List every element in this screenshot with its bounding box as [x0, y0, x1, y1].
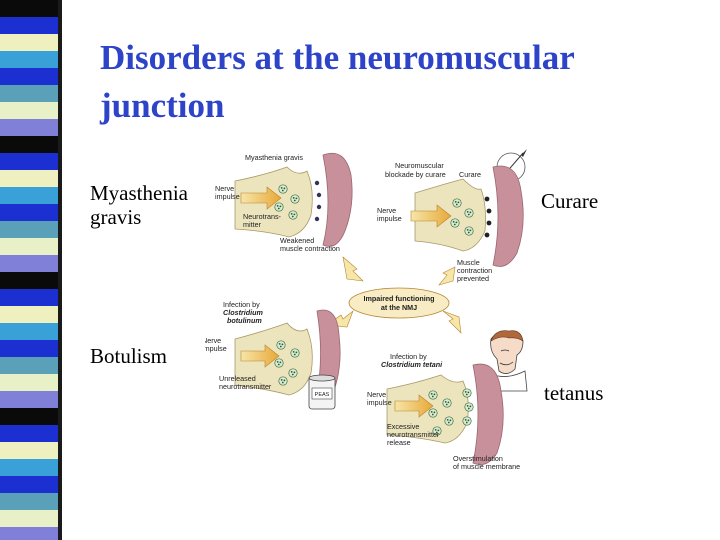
curare-drug-label: Curare [459, 170, 481, 179]
botulism-heading-l3: botulinum [227, 316, 262, 325]
myasthenia-panel: Myasthenia gravis Nerve impulse Neurotra… [215, 152, 353, 253]
stripe-block [0, 391, 62, 408]
botulism-impulse-arrow [240, 344, 280, 368]
tetanus-heading-l1: Infection by [390, 352, 427, 361]
stripe-block [0, 425, 62, 442]
stripe-block [0, 51, 62, 68]
botulism-nerve-l1: Nerve [205, 336, 221, 345]
stripe-block [0, 527, 62, 540]
myasthenia-weak-l1: Weakened [280, 236, 314, 245]
stripe-block [0, 170, 62, 187]
stripe-block [0, 238, 62, 255]
tetanus-excess-l1: Excessive [387, 422, 419, 431]
hub-text-l1: Impaired functioning [363, 294, 434, 303]
tetanus-excess-l3: release [387, 438, 411, 447]
stripe-block [0, 340, 62, 357]
label-tetanus: tetanus [544, 381, 604, 405]
stripe-block [0, 136, 62, 153]
tetanus-muscle [472, 363, 504, 466]
stripe-block [0, 306, 62, 323]
curare-muscle-l3: prevented [457, 274, 489, 283]
myasthenia-weak-l2: muscle contraction [280, 244, 340, 253]
botulism-heading-l2: Clostridium [223, 308, 264, 317]
tetanus-panel: Infection by Clostridium tetani Nerve im… [367, 330, 528, 471]
stripe-block [0, 289, 62, 306]
tetanus-over-l2: of muscle membrane [453, 462, 520, 471]
stripe-block [0, 221, 62, 238]
stripe-block [0, 0, 62, 17]
hub-arrow-down-right [442, 310, 462, 334]
botulism-panel: Infection by Clostridium botulinum Nerve… [205, 300, 341, 410]
stripe-block [0, 204, 62, 221]
stripe-block [0, 187, 62, 204]
label-myasthenia-line2: gravis [90, 205, 142, 229]
stripe-block [0, 102, 62, 119]
tetanus-impulse-arrow [394, 394, 434, 418]
stripe-block [0, 255, 62, 272]
curare-muscle [492, 165, 524, 267]
stripe-block [0, 476, 62, 493]
curare-impulse-arrow [410, 204, 452, 228]
botulism-unreleased-l2: neurotransmitter [219, 382, 272, 391]
center-hub: Impaired functioning at the NMJ [326, 256, 462, 334]
stripe-block [0, 510, 62, 527]
decorative-stripe [0, 0, 62, 540]
stripe-block [0, 34, 62, 51]
curare-nerve-l2: impulse [377, 214, 402, 223]
slide-title-line1: Disorders at the neuromuscular [100, 38, 575, 77]
myasthenia-neuro-l2: mitter [243, 220, 262, 229]
myasthenia-impulse-arrow [240, 186, 282, 210]
tetanus-nerve-l1: Nerve [367, 390, 386, 399]
curare-heading-l1: Neuromuscular [395, 161, 444, 170]
stripe-block [0, 459, 62, 476]
hub-text-l2: at the NMJ [381, 303, 417, 312]
stripe-block [0, 323, 62, 340]
label-botulism: Botulism [90, 344, 168, 368]
label-myasthenia-gravis: Myasthenia gravis [90, 181, 188, 229]
myasthenia-muscle [322, 152, 353, 247]
myasthenia-nerve-l1: Nerve [215, 184, 234, 193]
botulism-nerve-l2: impulse [205, 344, 227, 353]
botulism-unreleased-l1: Unreleased [219, 374, 256, 383]
curare-heading-l2: blockade by curare [385, 170, 446, 179]
stripe-block [0, 68, 62, 85]
stripe-block [0, 374, 62, 391]
nmj-disorders-diagram: Myasthenia gravis Nerve impulse Neurotra… [205, 149, 528, 471]
botulism-heading-l1: Infection by [223, 300, 260, 309]
hub-arrow-up-left [342, 256, 364, 282]
stripe-block [0, 493, 62, 510]
myasthenia-neuro-l1: Neurotrans- [243, 212, 282, 221]
slide-title-line2: junction [100, 86, 225, 125]
can-label: PEAS [315, 392, 330, 398]
label-curare: Curare [541, 189, 599, 213]
tetanus-nerve-l2: impulse [367, 398, 392, 407]
can-icon: PEAS [308, 374, 336, 410]
tetanus-heading-l2: Clostridium tetani [381, 360, 443, 369]
curare-nerve-l1: Nerve [377, 206, 396, 215]
hub-arrow-up-right [438, 266, 456, 286]
curare-muscle-l2: contraction [457, 266, 492, 275]
stripe-block [0, 408, 62, 425]
hub-ellipse [348, 287, 450, 319]
stripe-block [0, 119, 62, 136]
slide-title: Disorders at the neuromuscular junction [100, 34, 700, 130]
stripe-block [0, 442, 62, 459]
curare-muscle-l1: Muscle [457, 258, 480, 267]
stripe-block [0, 272, 62, 289]
tetanus-excess-l2: neurotransmitter [387, 430, 440, 439]
stripe-block [0, 357, 62, 374]
myasthenia-heading: Myasthenia gravis [245, 153, 303, 162]
tetanus-over-l1: Overstimulation [453, 454, 503, 463]
stripe-block [0, 85, 62, 102]
curare-panel: Neuromuscular blockade by curare Curare … [377, 149, 527, 283]
stripe-edge [58, 0, 62, 540]
label-myasthenia-line1: Myasthenia [90, 181, 188, 205]
stripe-block [0, 17, 62, 34]
myasthenia-nerve-l2: impulse [215, 192, 240, 201]
stripe-block [0, 153, 62, 170]
